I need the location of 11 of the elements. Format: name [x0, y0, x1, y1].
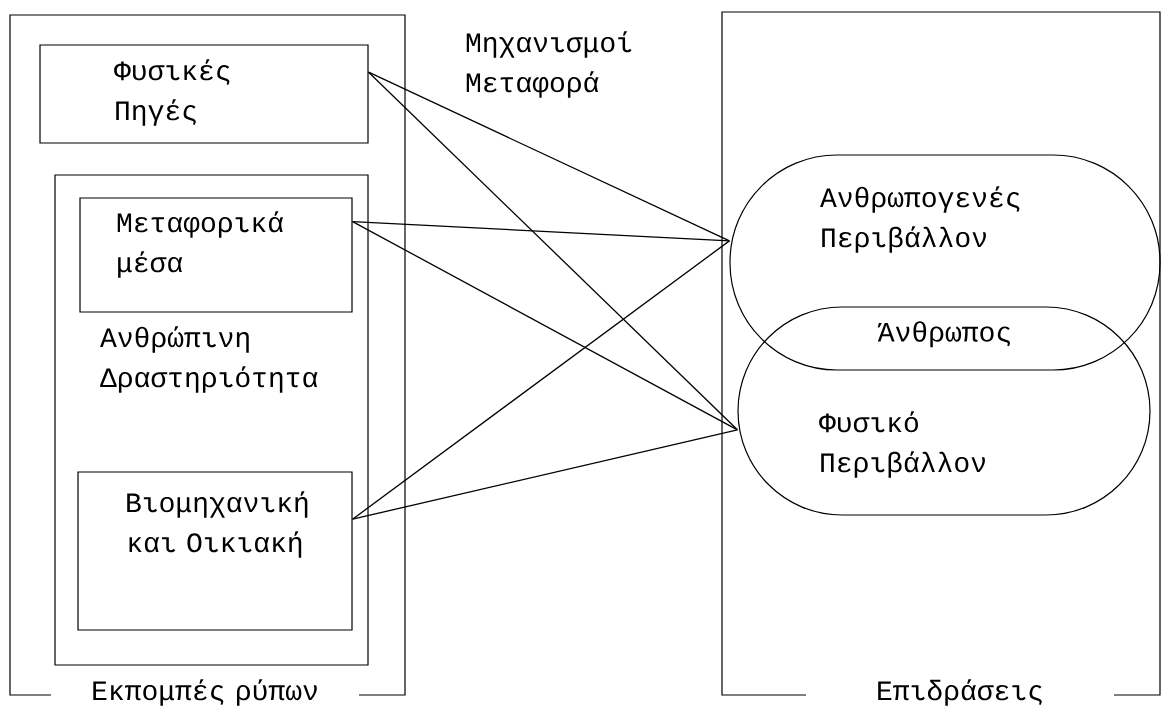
source-box: Φυσικές Πηγές — [39, 44, 369, 144]
connector-line — [367, 71, 731, 242]
connector-line — [351, 240, 731, 520]
label-text: Μηχανισμοί Μεταφορά — [466, 31, 632, 98]
source-box: Βιομηχανική και Οικιακή — [77, 471, 353, 631]
connector-line — [351, 220, 739, 431]
connector-line — [351, 429, 739, 520]
label-text: Άνθρωπος — [877, 321, 1010, 348]
source-box: Μεταφορικά μέσα — [79, 197, 353, 313]
connector-line — [351, 220, 731, 242]
connector-line — [367, 71, 739, 431]
